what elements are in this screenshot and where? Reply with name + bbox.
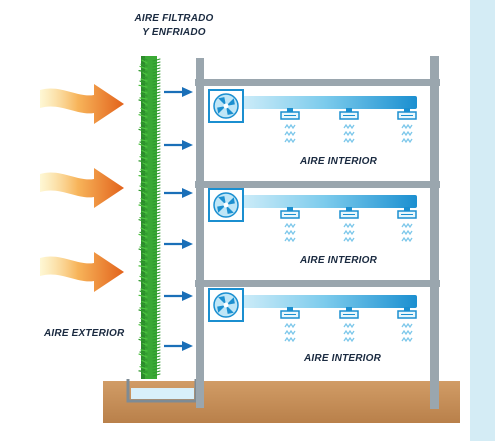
heat-arrow [40, 252, 124, 292]
diffuser-icon [280, 207, 300, 219]
heat-arrow [40, 168, 124, 208]
left-column [196, 58, 204, 408]
filtered-air-label-line2: Y ENFRIADO [142, 27, 206, 38]
diffuser-icon [339, 207, 359, 219]
water [131, 388, 194, 399]
fan-icon [208, 188, 244, 222]
exterior-air-arrows [40, 84, 124, 292]
diffuser-icon [397, 108, 417, 120]
green-wall [138, 56, 161, 379]
fan-icon [208, 89, 244, 123]
heat-arrow [40, 84, 124, 124]
duct-system [208, 89, 417, 144]
slab-roof [195, 79, 440, 86]
slab-1 [195, 280, 440, 287]
airflow-icon [401, 222, 413, 243]
right-column [430, 56, 439, 409]
blue-arrow [164, 341, 193, 351]
filtered-air-label: AIRE FILTRADO Y ENFRIADO [126, 12, 222, 40]
floor-3-interior-air-label: AIRE INTERIOR [300, 156, 378, 167]
diffuser-icon [339, 108, 359, 120]
blue-arrow [164, 87, 193, 97]
airflow-icon [284, 222, 296, 243]
diffuser-icon [280, 307, 300, 319]
filtered-air-label-line1: AIRE FILTRADO [134, 13, 214, 24]
diffuser-icon [397, 307, 417, 319]
duct-system [208, 188, 417, 243]
diffuser-icon [397, 207, 417, 219]
slab-2 [195, 181, 440, 188]
floor-1-interior-air-label: AIRE INTERIOR [304, 353, 382, 364]
airflow-icon [284, 123, 296, 144]
fan-icon [208, 288, 244, 322]
airflow-icon [343, 123, 355, 144]
side-band [470, 0, 495, 441]
airflow-icon [343, 322, 355, 343]
airflow-icon [401, 123, 413, 144]
blue-arrow [164, 140, 193, 150]
airflow-icon [343, 222, 355, 243]
exterior-air-label: AIRE EXTERIOR [44, 328, 125, 339]
duct-system [208, 288, 417, 343]
airflow-icon [401, 322, 413, 343]
blue-arrow [164, 188, 193, 198]
duct-systems [208, 89, 417, 343]
diffuser-icon [280, 108, 300, 120]
diffuser-icon [339, 307, 359, 319]
blue-arrow [164, 239, 193, 249]
filtered-air-arrows [164, 87, 193, 351]
floor-2-interior-air-label: AIRE INTERIOR [300, 255, 378, 266]
blue-arrow [164, 291, 193, 301]
airflow-icon [284, 322, 296, 343]
